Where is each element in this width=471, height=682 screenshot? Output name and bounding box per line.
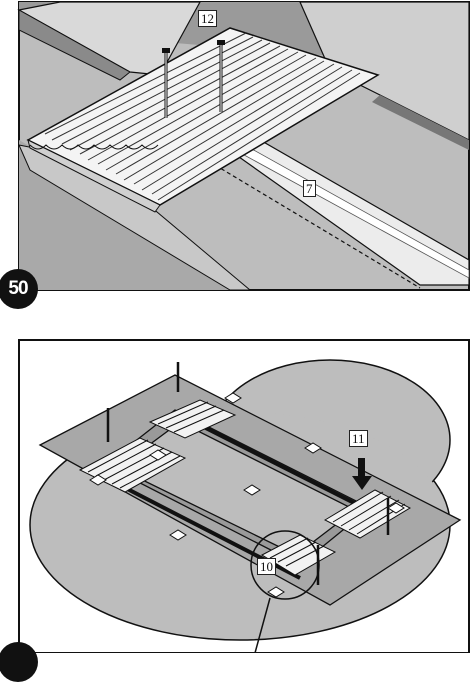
pad-top <box>148 399 237 439</box>
dashed-line <box>214 164 421 289</box>
anchor-markers <box>89 392 405 598</box>
part-label-11: 11 <box>349 430 368 447</box>
next-step-badge <box>0 642 38 682</box>
step-50-panel: 12 7 50 <box>0 0 471 309</box>
base-assembly-illustration <box>18 339 470 653</box>
detail-callout-circle <box>250 530 320 600</box>
callout-line <box>254 597 271 653</box>
part-label-10: 10 <box>257 558 276 575</box>
right-wall-edge <box>372 95 469 150</box>
screw-left <box>162 48 170 118</box>
down-arrow-icon <box>352 458 372 490</box>
posts <box>106 362 390 585</box>
part-label-12: 12 <box>198 10 217 27</box>
roof-sheet-illustration <box>17 1 470 291</box>
step-number-badge: 50 <box>0 269 38 309</box>
corrugated-sheet-12 <box>26 27 380 213</box>
next-step-panel: 11 10 <box>0 330 471 682</box>
screw-right <box>217 40 225 112</box>
upper-beam-side <box>18 9 131 81</box>
part-label-7: 7 <box>303 180 316 197</box>
